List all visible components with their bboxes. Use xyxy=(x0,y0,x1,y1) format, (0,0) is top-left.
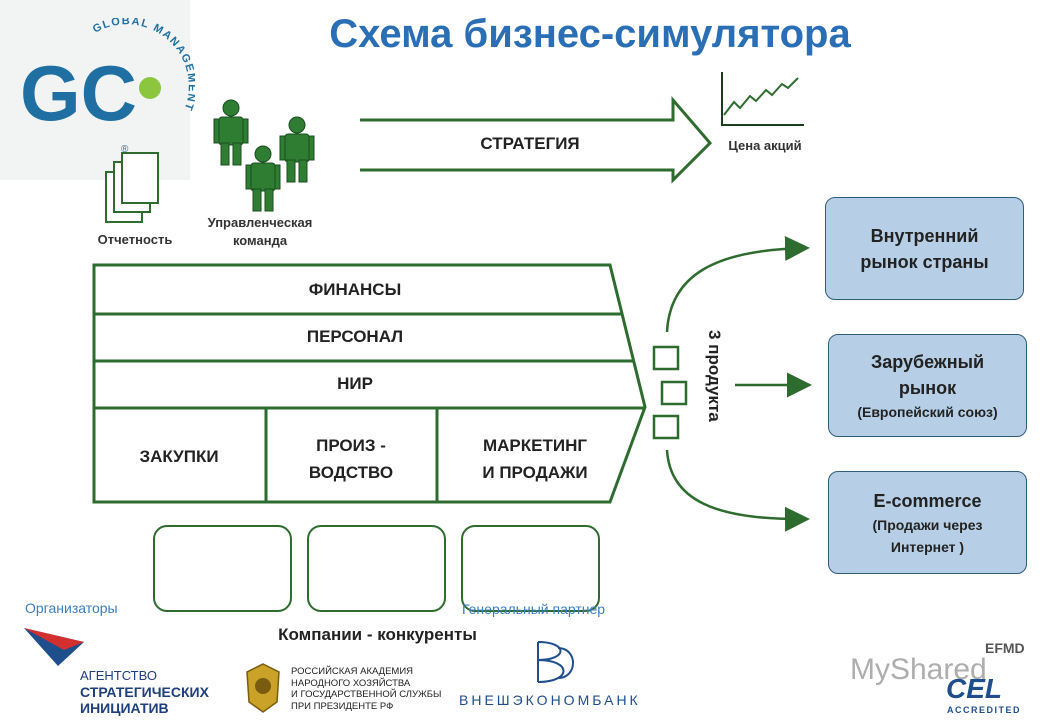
market-ecommerce: E-commerce (Продажи через Интернет ) xyxy=(828,471,1027,574)
market-ecommerce-note2: Интернет ) xyxy=(890,538,965,555)
market-foreign-line2: рынок xyxy=(898,377,957,398)
myshared-watermark: MyShared xyxy=(850,653,987,686)
products-squares xyxy=(652,345,688,440)
market-domestic-line2: рынок страны xyxy=(860,251,989,272)
products-label: 3 продукта xyxy=(705,330,724,422)
share-price-label: Цена акций xyxy=(728,138,802,153)
ranepa-line2: НАРОДНОГО ХОЗЯЙСТВА xyxy=(291,677,411,689)
accredited-label: ACCREDITED xyxy=(947,705,1022,715)
dept-rnd: НИР xyxy=(337,374,373,393)
asi-logo-icon xyxy=(24,628,84,666)
asi-line1: АГЕНТСТВО xyxy=(80,668,157,683)
team-label-line1: Управленческая xyxy=(207,215,313,230)
gmc-logo: GLOBAL MANAGEMENT CHALLENGE GC ® xyxy=(20,18,195,155)
dept-production-line2: ВОДСТВО xyxy=(308,463,394,482)
team-label-line2: команда xyxy=(232,233,288,248)
competitors-label: Компании - конкуренты xyxy=(278,625,477,644)
veb-logo-icon xyxy=(537,641,574,683)
asi-text: АГЕНТСТВО СТРАТЕГИЧЕСКИХ ИНИЦИАТИВ xyxy=(80,668,209,716)
dept-finance: ФИНАНСЫ xyxy=(308,280,402,299)
competitor-box-2 xyxy=(307,525,446,612)
general-partner-label: Генеральный партнер xyxy=(462,601,606,617)
competitor-box-3 xyxy=(461,525,600,612)
market-domestic-line1: Внутренний xyxy=(870,225,979,246)
dept-personnel: ПЕРСОНАЛ xyxy=(306,327,404,346)
departments-block xyxy=(92,263,647,504)
reporting-label: Отчетность xyxy=(97,232,173,247)
share-price-chart-icon xyxy=(721,72,804,126)
dept-production-line1: ПРОИЗ - xyxy=(316,436,386,455)
management-team-icon xyxy=(213,99,315,212)
market-foreign: Зарубежный рынок (Европейский союз) xyxy=(828,334,1027,437)
cel-label: CEL xyxy=(946,673,1002,704)
dept-purchasing: ЗАКУПКИ xyxy=(139,447,219,466)
ranepa-line3: И ГОСУДАРСТВЕННОЙ СЛУЖБЫ xyxy=(291,689,442,700)
logo-letters: GC xyxy=(20,49,137,137)
market-foreign-note: (Европейский союз) xyxy=(857,403,998,420)
ranepa-line4: ПРИ ПРЕЗИДЕНТЕ РФ xyxy=(291,700,394,712)
market-ecommerce-line1: E-commerce xyxy=(873,490,982,511)
asi-line3: ИНИЦИАТИВ xyxy=(80,700,169,716)
veb-label: ВНЕШЭКОНОМБАНК xyxy=(459,692,641,708)
dept-marketing-line2: И ПРОДАЖИ xyxy=(482,463,588,482)
logo-registered: ® xyxy=(121,144,129,155)
efmd-label: EFMD xyxy=(985,640,1025,656)
asi-line2: СТРАТЕГИЧЕСКИХ xyxy=(80,684,209,700)
market-arrows xyxy=(665,235,812,532)
logo-green-dot xyxy=(139,77,161,99)
page-title: Схема бизнес-симулятора xyxy=(329,12,851,56)
dept-marketing: МАРКЕТИНГ И ПРОДАЖИ xyxy=(440,432,630,486)
documents-icon xyxy=(105,152,159,223)
strategy-arrow xyxy=(360,95,713,184)
ranepa-line1: РОССИЙСКАЯ АКАДЕМИЯ xyxy=(291,666,414,677)
market-domestic: Внутренний рынок страны xyxy=(825,197,1024,300)
ranepa-text: РОССИЙСКАЯ АКАДЕМИЯ НАРОДНОГО ХОЗЯЙСТВА … xyxy=(291,666,441,712)
organizers-label: Организаторы xyxy=(25,600,118,616)
dept-production: ПРОИЗ - ВОДСТВО xyxy=(268,432,434,486)
dept-marketing-line1: МАРКЕТИНГ xyxy=(482,436,587,455)
market-foreign-line1: Зарубежный xyxy=(870,351,985,372)
strategy-label: СТРАТЕГИЯ xyxy=(480,134,580,153)
market-ecommerce-note: (Продажи через xyxy=(872,516,983,533)
competitor-box-1 xyxy=(153,525,292,612)
ranepa-emblem-icon xyxy=(246,663,280,713)
team-label: Управленческая команда xyxy=(185,214,335,250)
products-label-wrap: 3 продукта xyxy=(704,330,724,450)
